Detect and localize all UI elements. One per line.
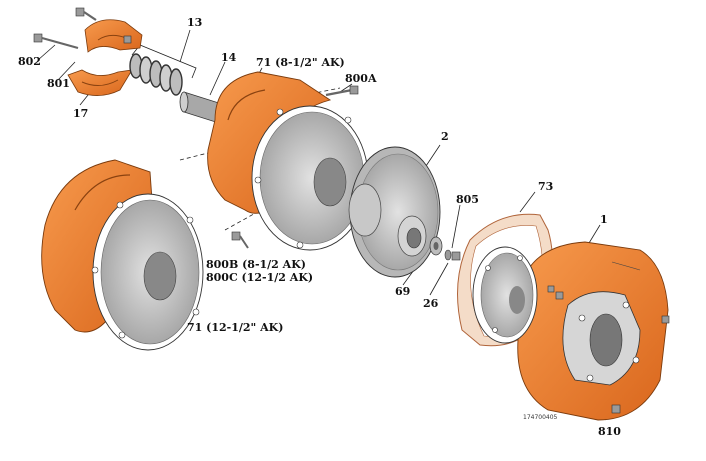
casing-bolts — [547, 285, 670, 414]
label-17: 17 — [73, 107, 89, 120]
shaft-sleeve — [179, 91, 223, 125]
plug-805 — [451, 251, 461, 261]
label-810: 810 — [598, 425, 621, 438]
label-14: 14 — [221, 51, 237, 64]
label-800c: 800C (12-1/2 AK) — [206, 271, 314, 284]
impeller-washer — [429, 236, 443, 256]
adapter-8-5-ak — [207, 71, 369, 251]
bearing-bracket-top — [84, 19, 143, 53]
label-71-12-5-ak: 71 (12-1/2" AK) — [187, 321, 284, 334]
impeller-nut — [444, 249, 452, 261]
label-71-8-5-ak: 71 (8-1/2" AK) — [256, 56, 345, 69]
vent-line — [611, 261, 641, 271]
impeller — [348, 146, 441, 278]
label-1: 1 — [600, 213, 608, 226]
bolt-802 — [33, 33, 79, 50]
spring-coil — [129, 53, 183, 96]
label-2: 2 — [441, 130, 449, 143]
label-73: 73 — [538, 180, 554, 193]
pump-casing — [472, 241, 669, 421]
bolt-801 — [75, 7, 132, 44]
adapter-12-5-ak — [41, 159, 204, 351]
drawing-number: 174700405 — [523, 414, 558, 421]
bearing-bracket-bottom — [67, 69, 133, 96]
bolt-800b-800c — [231, 231, 249, 249]
bolt-800a — [325, 85, 359, 97]
label-805: 805 — [456, 193, 479, 206]
label-13: 13 — [187, 16, 203, 29]
label-802: 802 — [18, 55, 41, 68]
label-69: 69 — [395, 285, 411, 298]
label-800b: 800B (8-1/2 AK) — [206, 258, 306, 271]
label-800a: 800A — [345, 72, 377, 85]
label-801: 801 — [47, 77, 70, 90]
label-26: 26 — [423, 297, 439, 310]
